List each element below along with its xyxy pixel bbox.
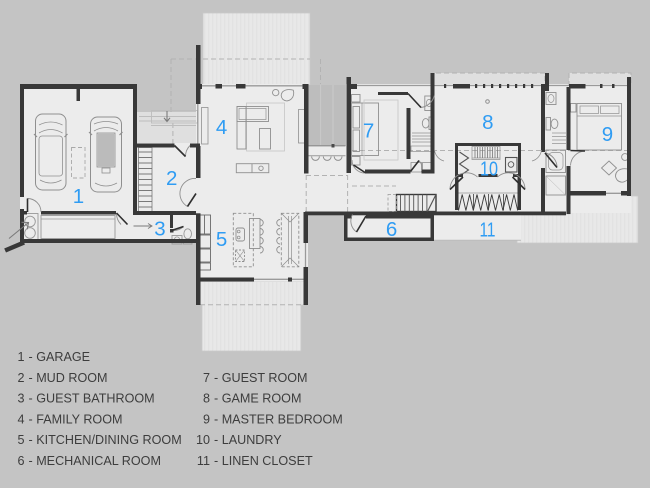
svg-text:3: 3 — [17, 392, 24, 406]
svg-text:- MASTER BEDROOM: - MASTER BEDROOM — [214, 412, 343, 426]
svg-text:7: 7 — [203, 371, 210, 385]
svg-text:5: 5 — [216, 228, 227, 251]
svg-text:11: 11 — [197, 454, 210, 468]
svg-text:10: 10 — [480, 158, 498, 181]
svg-text:2: 2 — [17, 371, 24, 385]
svg-text:9: 9 — [203, 412, 210, 426]
svg-text:6: 6 — [17, 454, 24, 468]
svg-text:11: 11 — [480, 219, 496, 242]
svg-text:8: 8 — [203, 392, 210, 406]
svg-text:2: 2 — [166, 167, 177, 190]
svg-text:- LAUNDRY: - LAUNDRY — [214, 433, 282, 447]
svg-text:4: 4 — [17, 412, 24, 426]
svg-text:10: 10 — [196, 433, 210, 447]
svg-text:- MECHANICAL ROOM: - MECHANICAL ROOM — [29, 454, 161, 468]
svg-text:- GAME ROOM: - GAME ROOM — [214, 392, 301, 406]
svg-text:6: 6 — [386, 218, 397, 241]
svg-text:4: 4 — [216, 116, 227, 139]
svg-text:- KITCHEN/DINING ROOM: - KITCHEN/DINING ROOM — [29, 433, 182, 447]
svg-text:- GARAGE: - GARAGE — [29, 350, 91, 364]
svg-text:1: 1 — [17, 350, 24, 364]
svg-text:7: 7 — [363, 120, 374, 143]
svg-text:- LINEN CLOSET: - LINEN CLOSET — [214, 454, 313, 468]
svg-text:8: 8 — [482, 111, 493, 134]
svg-text:1: 1 — [73, 185, 84, 208]
svg-text:- MUD ROOM: - MUD ROOM — [29, 371, 108, 385]
svg-text:- GUEST ROOM: - GUEST ROOM — [214, 371, 308, 385]
svg-text:- GUEST BATHROOM: - GUEST BATHROOM — [29, 392, 155, 406]
svg-text:- FAMILY ROOM: - FAMILY ROOM — [29, 412, 123, 426]
svg-text:3: 3 — [154, 218, 165, 241]
svg-text:9: 9 — [602, 123, 613, 146]
svg-text:5: 5 — [17, 433, 24, 447]
